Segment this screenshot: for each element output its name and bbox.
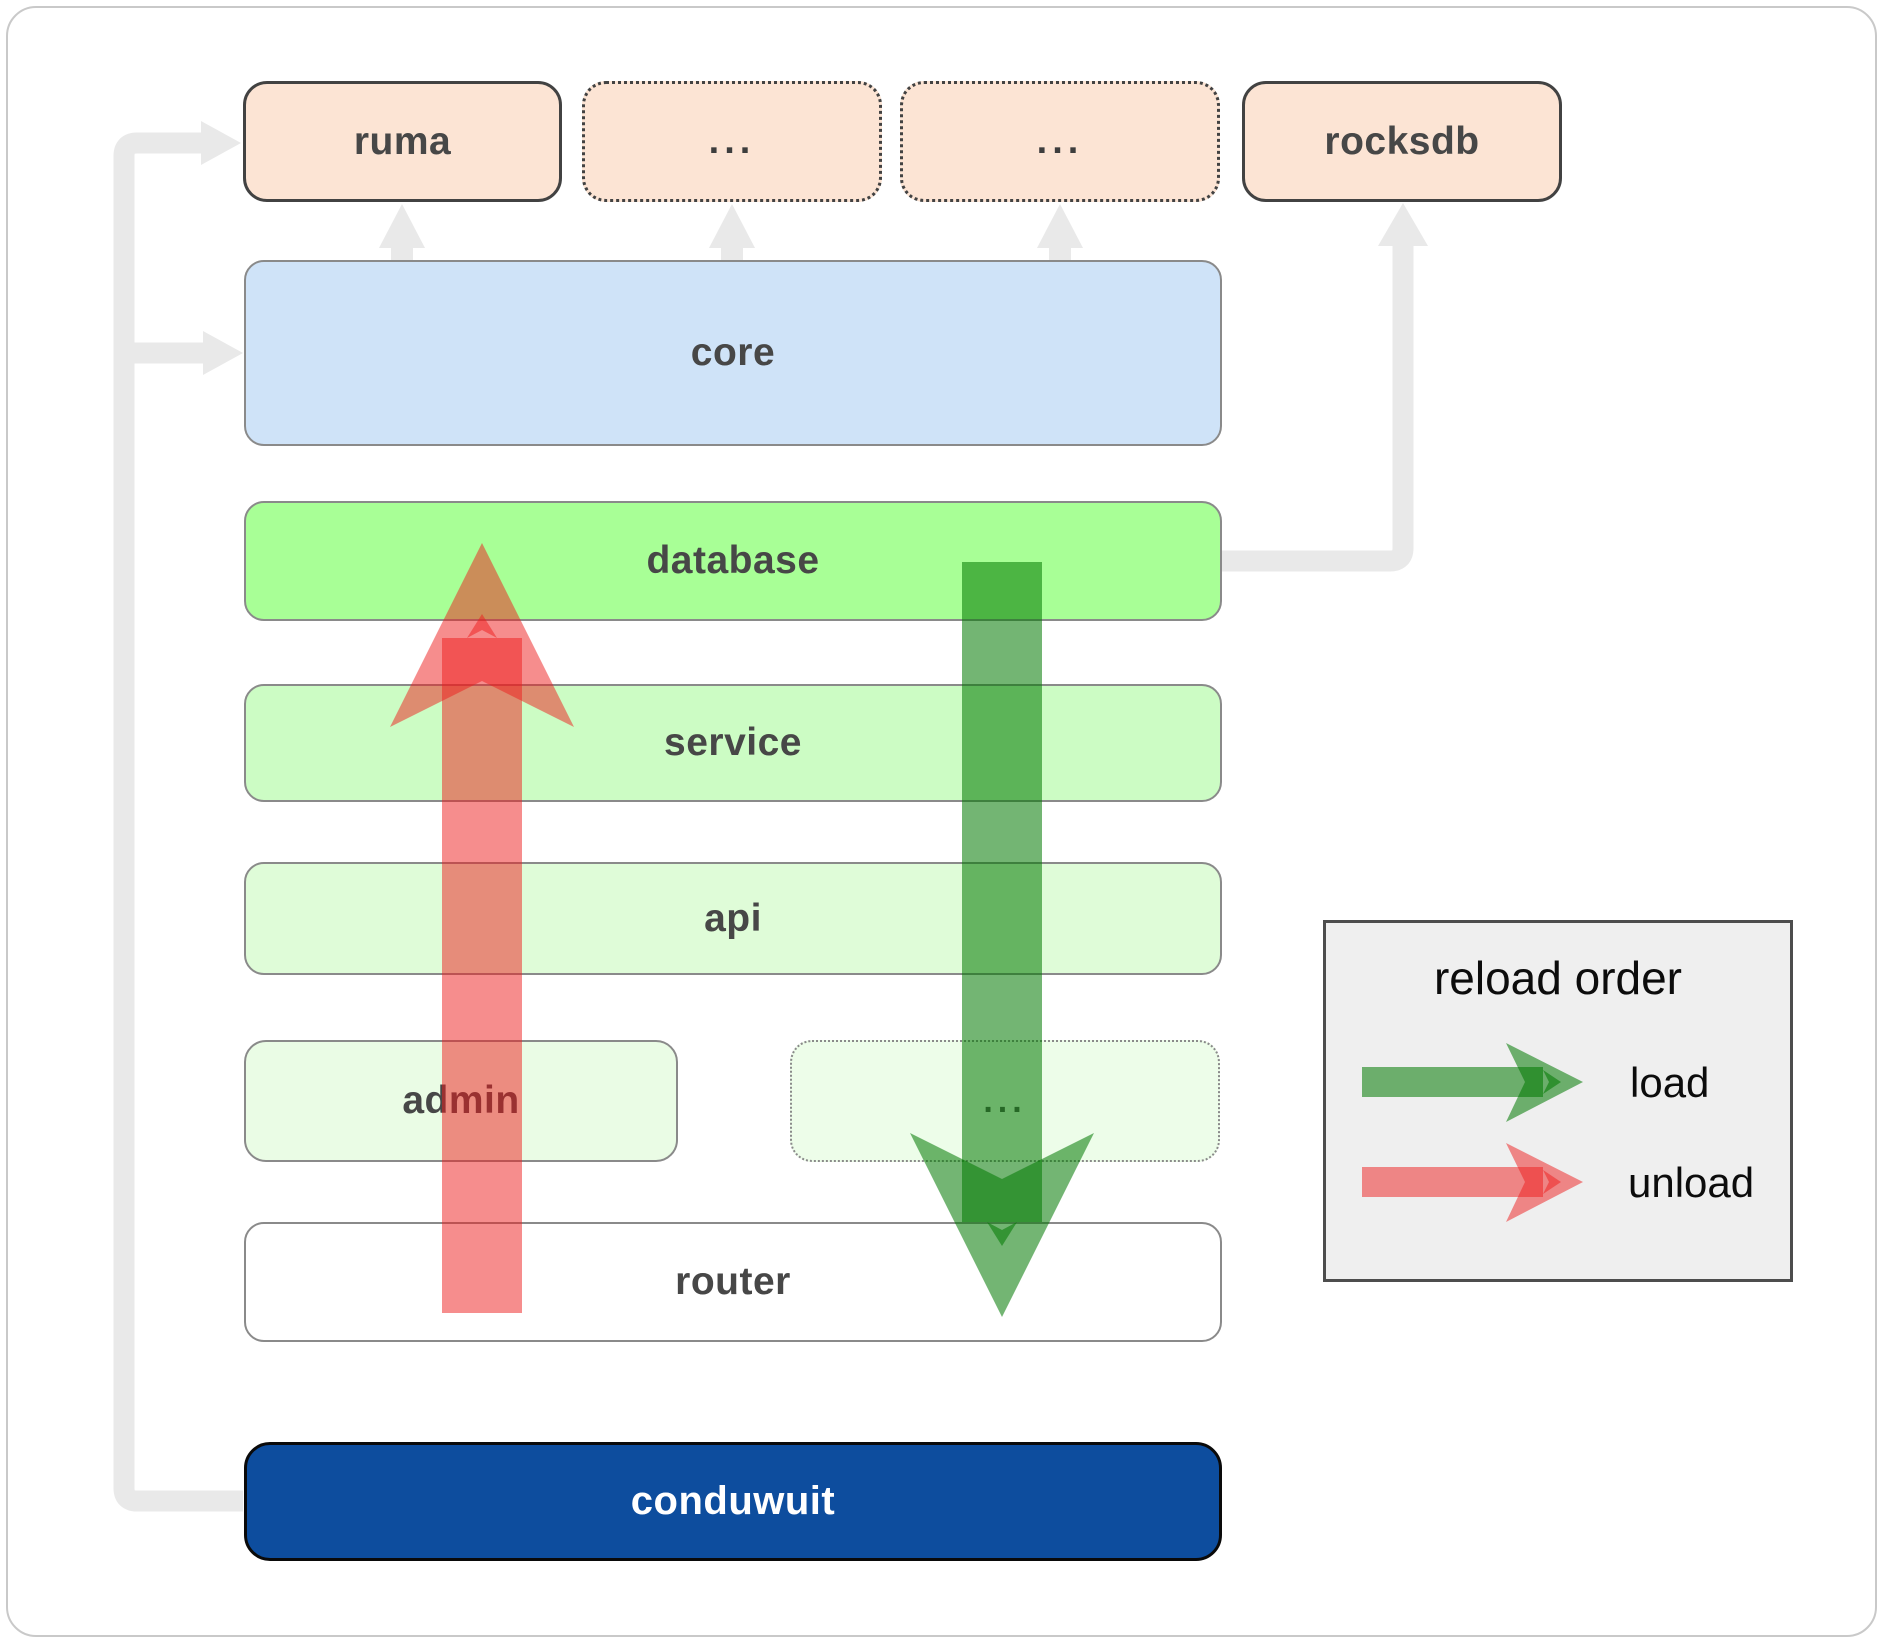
legend-load-label: load xyxy=(1630,1059,1710,1106)
outer-frame xyxy=(6,6,1877,1637)
legend-unload-label: unload xyxy=(1628,1159,1755,1206)
legend: reload order load unload xyxy=(1323,920,1793,1282)
legend-title: reload order xyxy=(1433,952,1683,1004)
